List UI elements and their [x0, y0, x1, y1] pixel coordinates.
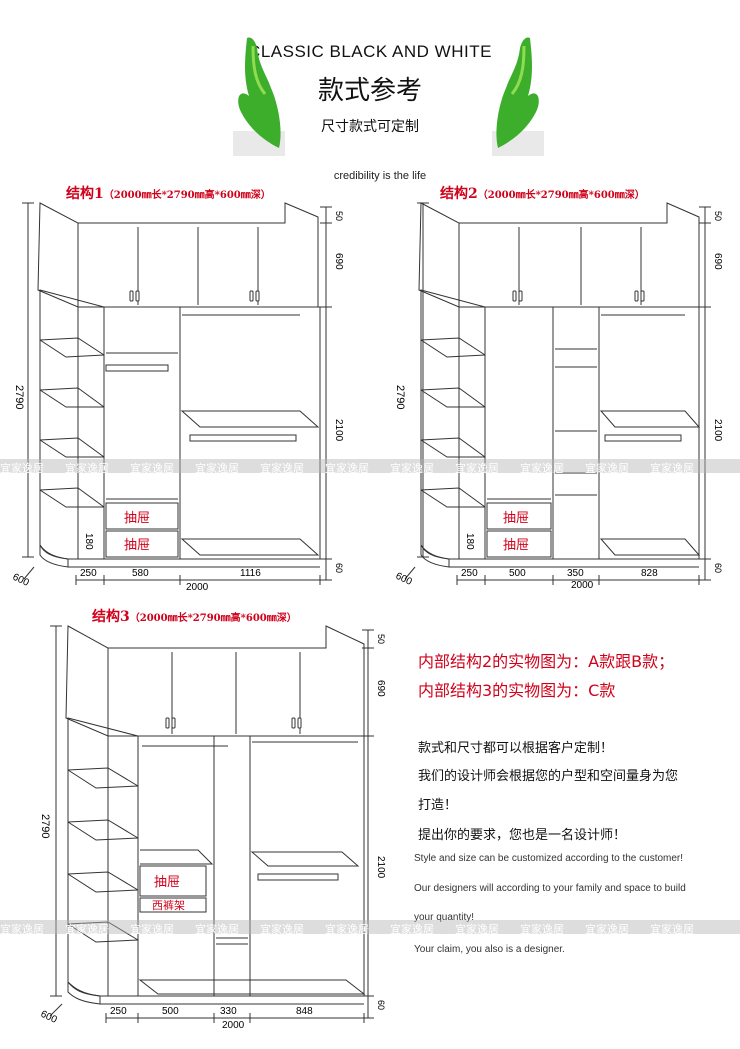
tagline: credibility is the life [333, 170, 427, 182]
structure-3-spec: （2000㎜长*2790㎜高*600㎜深） [129, 613, 297, 624]
header-title-en: CLASSIC BLACK AND WHITE [248, 42, 492, 61]
dim-width-4: 848 [296, 1006, 313, 1017]
note-en-1: Style and size can be customized accordi… [414, 853, 684, 864]
dim-height-total: 2790 [13, 385, 25, 409]
note-zh-1: 款式和尺寸都可以根据客户定制！ [418, 741, 614, 756]
dim-width-1: 250 [461, 568, 478, 579]
drawer-label: 抽屉 [154, 875, 180, 890]
dim-width-2: 500 [509, 568, 526, 579]
drawer-label: 抽屉 [124, 538, 150, 553]
drawer-label: 抽屉 [124, 511, 150, 526]
wardrobe-diagram-1: 2790 50 690 2100 60 180 600 250 580 1116… [11, 202, 344, 593]
dim-top-gap: 50 [334, 211, 344, 221]
dim-width-4: 828 [641, 568, 658, 579]
structure-3-title: 结构3（2000㎜长*2790㎜高*600㎜深） [92, 606, 297, 626]
dim-height-total: 2790 [395, 385, 406, 409]
note-red-1: 内部结构2的实物图为：A款跟B款； [418, 652, 675, 671]
dim-height-total: 2790 [39, 814, 51, 838]
dim-top-gap: 50 [713, 211, 723, 221]
dim-drawer-height: 180 [83, 533, 94, 550]
structure-3-name: 结构3 [92, 609, 130, 625]
structure-2-spec: （2000㎜长*2790㎜高*600㎜深） [477, 190, 645, 201]
dim-base-height: 60 [376, 1000, 386, 1010]
dim-top-height: 690 [712, 253, 723, 270]
wardrobe-diagram-2: 2790 50 690 2100 60 180 600 250 500 350 … [395, 202, 723, 591]
dim-width-2: 500 [162, 1006, 179, 1017]
drawer-label: 抽屉 [503, 511, 529, 526]
note-en-3: your quantity! [414, 912, 475, 923]
dim-width-1: 250 [110, 1006, 127, 1017]
pants-rack-label: 西裤架 [152, 898, 185, 912]
dim-width-total: 2000 [222, 1020, 245, 1031]
header-subtitle: 尺寸款式可定制 [321, 119, 419, 135]
dim-width-1: 250 [80, 568, 97, 579]
dim-drawer-height: 180 [464, 533, 475, 550]
dim-body-height: 2100 [333, 419, 344, 442]
dim-body-height: 2100 [712, 419, 723, 442]
header-title-zh: 款式参考 [317, 76, 422, 106]
dim-width-total: 2000 [571, 580, 594, 591]
dim-base-height: 60 [334, 563, 344, 573]
note-en-2: Our designers will according to your fam… [414, 883, 686, 894]
watermark-strip: 宜家逸居宜家逸居宜家逸居宜家逸居宜家逸居宜家逸居宜家逸居宜家逸居宜家逸居宜家逸居… [0, 920, 740, 934]
note-zh-4: 提出你的要求，您也是一名设计师！ [418, 828, 627, 843]
dim-width-3: 350 [567, 568, 584, 579]
wardrobe-diagram-3: 2790 50 690 2100 60 600 250 500 330 848 … [39, 625, 386, 1031]
watermark-strip: 宜家逸居宜家逸居宜家逸居宜家逸居宜家逸居宜家逸居宜家逸居宜家逸居宜家逸居宜家逸居… [0, 459, 740, 473]
drawer-label: 抽屉 [503, 538, 529, 553]
dim-depth: 600 [39, 1009, 59, 1026]
structure-2-name: 结构2 [440, 186, 478, 202]
dim-depth: 600 [395, 571, 414, 588]
dim-width-total: 2000 [186, 582, 209, 593]
dim-top-height: 690 [333, 253, 344, 270]
dim-base-height: 60 [713, 563, 723, 573]
structure-1-spec: （2000㎜长*2790㎜高*600㎜深） [103, 190, 271, 201]
dim-width-3: 1116 [240, 568, 261, 579]
note-en-4: Your claim, you also is a designer. [414, 944, 565, 955]
green-hand-right-icon [492, 37, 544, 156]
structure-1-name: 结构1 [66, 186, 104, 202]
structure-1-title: 结构1（2000㎜长*2790㎜高*600㎜深） [66, 183, 271, 203]
note-red-2: 内部结构3的实物图为：C款 [418, 681, 616, 700]
structure-2-title: 结构2（2000㎜长*2790㎜高*600㎜深） [440, 183, 645, 203]
dim-top-gap: 50 [376, 634, 386, 644]
green-hand-left-icon [233, 37, 285, 156]
note-zh-3: 打造！ [418, 798, 458, 813]
dim-width-3: 330 [220, 1006, 237, 1017]
dim-top-height: 690 [375, 680, 386, 697]
dim-body-height: 2100 [375, 856, 386, 879]
note-zh-2: 我们的设计师会根据您的户型和空间量身为您 [418, 769, 679, 784]
dim-width-2: 580 [132, 568, 149, 579]
